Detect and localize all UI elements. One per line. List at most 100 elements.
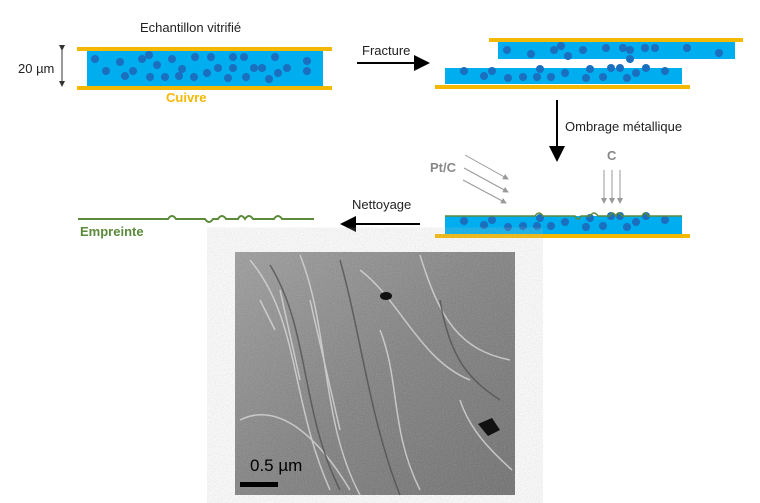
shadowing-label: Ombrage métallique: [565, 119, 683, 134]
particle: [283, 64, 291, 72]
particle: [91, 55, 99, 63]
particle: [561, 218, 569, 226]
particle: [547, 222, 555, 230]
particle: [533, 73, 541, 81]
particle: [683, 44, 691, 52]
particle: [586, 65, 594, 73]
particle: [488, 67, 496, 75]
particle: [582, 74, 590, 82]
particle: [619, 44, 627, 52]
particle: [582, 223, 590, 231]
c-label: C: [607, 148, 617, 163]
particle: [138, 55, 146, 63]
particle: [203, 69, 211, 77]
metal-film: [445, 212, 682, 220]
particle: [564, 52, 572, 60]
particle: [224, 74, 232, 82]
particle: [250, 64, 258, 72]
particle: [599, 222, 607, 230]
particle: [536, 214, 544, 222]
particle: [168, 55, 176, 63]
particle: [102, 67, 110, 75]
particle: [504, 223, 512, 231]
particle: [651, 44, 659, 52]
particle: [460, 67, 468, 75]
particle: [274, 69, 282, 77]
particle: [121, 72, 129, 80]
particle: [642, 64, 650, 72]
particle: [145, 51, 153, 59]
particle: [623, 74, 631, 82]
particle: [632, 218, 640, 226]
particle: [503, 46, 511, 54]
particle: [504, 74, 512, 82]
scale-bar-label: 0.5 µm: [250, 456, 303, 475]
particle: [607, 212, 615, 220]
particle: [116, 58, 124, 66]
thickness-label: 20 µm: [18, 61, 55, 76]
particle: [191, 53, 199, 61]
particle: [303, 57, 311, 65]
particle: [536, 65, 544, 73]
particle: [265, 75, 273, 83]
c-arrows: [601, 170, 623, 204]
copper-label: Cuivre: [166, 90, 207, 105]
particle: [240, 53, 248, 61]
copper-bottom: [77, 86, 332, 90]
particle: [178, 65, 186, 73]
particle: [661, 67, 669, 75]
particle: [153, 61, 161, 69]
particle: [480, 72, 488, 80]
particle: [607, 64, 615, 72]
ptc-arrows: [462, 154, 509, 204]
particle: [229, 53, 237, 61]
sample-title: Echantillon vitrifié: [140, 20, 242, 35]
sem-micrograph: [235, 252, 515, 496]
particle: [129, 67, 137, 75]
particle: [602, 44, 610, 52]
particle: [616, 64, 624, 72]
particle: [242, 73, 250, 81]
scale-bar: [240, 482, 278, 487]
particle: [488, 216, 496, 224]
copper-top: [77, 47, 332, 51]
particle: [303, 67, 311, 75]
particle: [715, 49, 723, 57]
particle: [557, 42, 565, 50]
particle: [207, 53, 215, 61]
particle: [258, 64, 266, 72]
particle: [519, 222, 527, 230]
particle: [632, 69, 640, 77]
particle: [214, 64, 222, 72]
particle: [480, 221, 488, 229]
ptc-label: Pt/C: [430, 160, 456, 175]
cleaning-label: Nettoyage: [352, 197, 412, 212]
fractured-sample: [435, 38, 743, 89]
replica-line: [78, 215, 314, 223]
particle: [161, 73, 169, 81]
particle: [623, 223, 631, 231]
particle: [229, 64, 237, 72]
particle: [616, 212, 624, 220]
particle: [533, 222, 541, 230]
particle: [271, 53, 279, 61]
particle: [550, 46, 558, 54]
particle: [527, 50, 535, 58]
particle: [661, 216, 669, 224]
particle: [190, 73, 198, 81]
particle: [626, 46, 634, 54]
vitrified-sample: [77, 47, 332, 90]
fracture-label: Fracture: [362, 43, 411, 58]
particle: [626, 55, 634, 63]
particle: [561, 69, 569, 77]
particle: [146, 73, 154, 81]
particle: [641, 44, 649, 52]
shadowed-sample: [435, 212, 690, 238]
particle: [175, 72, 183, 80]
particle: [547, 73, 555, 81]
particle: [460, 217, 468, 225]
particle: [579, 46, 587, 54]
particle: [599, 73, 607, 81]
